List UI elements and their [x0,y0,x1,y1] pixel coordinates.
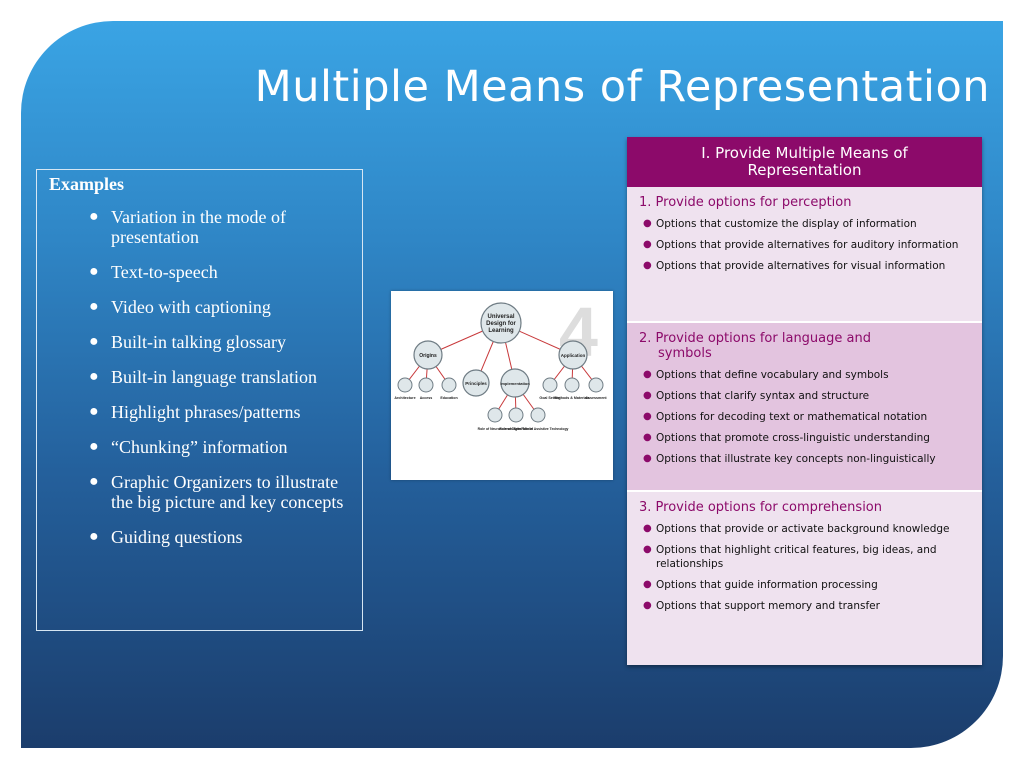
panel-header: I. Provide Multiple Means of Representat… [627,137,982,187]
list-item: ●Options that guide information processi… [643,579,878,591]
diagram-leaf-labels: Architecture Access Education Goal Setti… [394,396,607,431]
bullet-icon: ● [643,579,652,590]
svg-text:Methods & Materials: Methods & Materials [555,396,590,400]
list-item: ●Options that promote cross-linguistic u… [643,432,930,444]
bullet-icon: ● [643,432,652,443]
bullet-icon: ● [643,523,652,534]
svg-text:Role of Digital Media: Role of Digital Media [499,427,532,431]
list-item: ● Built-in talking glossary [49,332,352,352]
diagram-leaf-nodes [397,377,604,423]
list-item: ● Text-to-speech [49,262,352,282]
bullet-icon: ● [643,600,652,611]
panel-header-line1: I. Provide Multiple Means of [701,144,908,162]
list-item-text: Video with captioning [111,297,271,317]
section-heading: 3. Provide options for comprehension [639,500,882,515]
udl-guidelines-panel: I. Provide Multiple Means of Representat… [627,137,982,665]
list-item-text: “Chunking” information [111,437,288,457]
bullet-icon: ● [89,263,99,280]
panel-header-line2: Representation [747,161,862,179]
section-heading: 2. Provide options for language and symb… [639,331,871,361]
section-heading: 1. Provide options for perception [639,195,852,210]
examples-heading: Examples [49,174,125,194]
examples-box: Examples ● Variation in the mode of prese… [36,169,363,631]
slide-title: Multiple Means of Representation [254,62,990,112]
svg-text:Origins: Origins [419,353,437,359]
list-item: ●Options that define vocabulary and symb… [643,369,889,381]
list-item: ● Video with captioning [49,297,352,317]
bullet-icon: ● [89,473,99,490]
bullet-icon: ● [89,298,99,315]
bullet-icon: ● [89,333,99,350]
section-language-symbols: 2. Provide options for language and symb… [627,323,982,492]
list-item: ●Options that illustrate key concepts no… [643,453,936,465]
diagram-node-origins: Origins [413,340,443,370]
options-list: ●Options that define vocabulary and symb… [639,368,972,466]
examples-list: ● Variation in the mode of presentation ●… [49,207,352,547]
list-item-text: Text-to-speech [111,262,218,282]
list-item: ● Graphic Organizers to illustrate the bi… [49,472,352,512]
bullet-icon: ● [643,544,652,555]
svg-text:Education: Education [440,396,457,400]
bullet-icon: ● [89,403,99,420]
svg-text:Architecture: Architecture [394,396,415,400]
bullet-icon: ● [89,368,99,385]
options-list: ●Options that provide or activate backgr… [639,522,972,613]
svg-text:Design for: Design for [486,321,516,327]
diagram-node-implementation: Implementation [500,368,530,398]
list-item: ●Options that provide or activate backgr… [643,523,950,535]
list-item: ●Options that provide alternatives for v… [643,260,946,272]
list-item-text: Guiding questions [111,527,243,547]
bullet-icon: ● [89,528,99,545]
svg-text:Access: Access [420,396,433,400]
list-item-text: Highlight phrases/patterns [111,402,301,422]
svg-text:Assessment: Assessment [585,396,607,400]
section-comprehension: 3. Provide options for comprehension ●Op… [627,492,982,665]
bullet-icon: ● [643,453,652,464]
diagram-node-principles: Principles [462,369,490,397]
list-item: ● “Chunking” information [49,437,352,457]
section-perception: 1. Provide options for perception ●Optio… [627,187,982,323]
bullet-icon: ● [643,239,652,250]
list-item-text: Built-in language translation [111,367,317,387]
list-item-text: Variation in the mode of presentation [111,207,286,247]
list-item-text: Graphic Organizers to illustrate the big… [111,472,344,512]
svg-text:Implementation: Implementation [500,381,530,386]
list-item: ● Guiding questions [49,527,352,547]
bullet-icon: ● [643,218,652,229]
list-item: ●Options that support memory and transfe… [643,600,880,612]
list-item: ●Options that clarify syntax and structu… [643,390,870,402]
bullet-icon: ● [89,438,99,455]
diagram-node-application: Application [558,340,588,370]
bullet-icon: ● [643,390,652,401]
list-item: ● Highlight phrases/patterns [49,402,352,422]
list-item: ●Options that customize the display of i… [643,218,917,230]
udl-concept-diagram: 4 Universal Design for Learning Origins [391,291,613,480]
svg-text:Role of Neuroscience: Role of Neuroscience [478,427,513,431]
svg-text:Application: Application [561,353,586,358]
svg-text:Goal Setting: Goal Setting [539,396,560,400]
svg-text:Learning: Learning [488,328,514,334]
bullet-icon: ● [643,369,652,380]
diagram-svg: 4 Universal Design for Learning Origins [394,293,607,431]
list-item: ●Options that provide alternatives for a… [643,239,959,251]
list-item-text: Built-in talking glossary [111,332,286,352]
bullet-icon: ● [89,208,99,225]
svg-text:Principles: Principles [465,381,487,386]
list-item: ● Variation in the mode of presentation [49,207,352,247]
list-item: ● Built-in language translation [49,367,352,387]
bullet-icon: ● [643,260,652,271]
options-list: ●Options that customize the display of i… [639,217,972,273]
bullet-icon: ● [643,411,652,422]
list-item: ●Options for decoding text or mathematic… [643,411,928,423]
list-item: ●Options that highlight critical feature… [643,544,937,570]
svg-text:Universal: Universal [487,314,514,320]
diagram-node-root: Universal Design for Learning [480,302,522,344]
svg-text:New Role of Assistive Technolo: New Role of Assistive Technology [514,427,569,431]
